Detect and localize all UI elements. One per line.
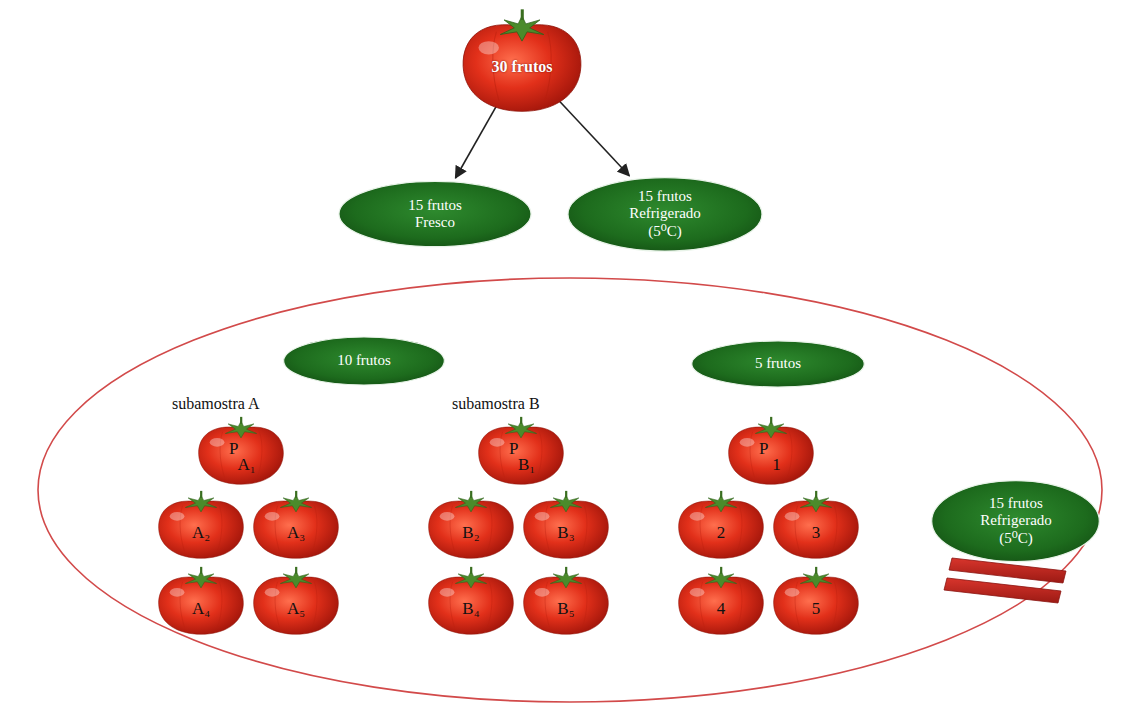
tomato-shape <box>195 416 287 486</box>
tomato-fruit: A₅ <box>250 566 342 636</box>
tomato-fruit: B₃ <box>520 490 612 560</box>
fruit-label: A₄ <box>192 600 210 617</box>
fruit-marker: P <box>229 440 238 457</box>
split-arrow <box>456 106 497 178</box>
fruit-label: 5 <box>812 600 821 617</box>
fruit-label: B₄ <box>462 600 479 617</box>
fruit-label: A₂ <box>192 524 210 541</box>
group-label: 15 frutos Refrigerado (5⁰C) <box>968 495 1063 547</box>
group-label: 10 frutos <box>337 352 391 369</box>
fruit-count: 30 frutos <box>492 59 553 75</box>
fruit-label: B₃ <box>557 524 574 541</box>
fruit-marker: P <box>759 440 768 457</box>
fruit-label: 2 <box>717 524 726 541</box>
tomato-fruit: A₄ <box>155 566 247 636</box>
subsample-label: subamostra B <box>452 396 540 412</box>
tomato-fruit: PA₁ <box>195 416 287 486</box>
tomato-fruit: 4 <box>675 566 767 636</box>
equals-bars <box>944 558 1066 603</box>
fruit-label: A₁ <box>237 455 255 472</box>
fruit-label: B₂ <box>462 524 479 541</box>
fruit-label: 3 <box>812 524 821 541</box>
group-ellipse: 15 frutos Refrigerado (5⁰C) <box>930 479 1101 563</box>
group-label: 15 frutos Refrigerado (5⁰C) <box>617 188 712 240</box>
tomato-fruit: 3 <box>770 490 862 560</box>
fruit-label: 4 <box>717 600 726 617</box>
fruit-label: B₁ <box>518 455 535 472</box>
tomato-fruit: B₂ <box>425 490 517 560</box>
group-outline <box>38 278 1102 702</box>
fruit-label: A₃ <box>287 524 305 541</box>
fruit-label: 1 <box>772 455 781 472</box>
tomato-shape <box>475 416 567 486</box>
tomato-fruit: B₄ <box>425 566 517 636</box>
group-ellipse: 15 frutos Refrigerado (5⁰C) <box>566 176 764 253</box>
group-label: 5 frutos <box>755 355 801 372</box>
tomato-fruit: A₂ <box>155 490 247 560</box>
group-ellipse: 15 frutos Fresco <box>337 180 533 248</box>
tomato-fruit: 5 <box>770 566 862 636</box>
split-arrow <box>559 100 630 176</box>
tomato-fruit: 2 <box>675 490 767 560</box>
fruit-label: B₅ <box>557 600 574 617</box>
tomato-total: 30 frutos <box>458 8 586 114</box>
subsample-label: subamostra A <box>172 396 260 412</box>
tomato-fruit: PB₁ <box>475 416 567 486</box>
group-ellipse: 5 frutos <box>690 340 866 388</box>
fruit-label: A₅ <box>287 600 305 617</box>
tomato-shape <box>725 416 817 486</box>
fruit-marker: P <box>509 440 518 457</box>
tomato-fruit: P1 <box>725 416 817 486</box>
group-ellipse: 10 frutos <box>282 336 446 386</box>
tomato-fruit: B₅ <box>520 566 612 636</box>
group-label: 15 frutos Fresco <box>395 197 475 232</box>
tomato-fruit: A₃ <box>250 490 342 560</box>
